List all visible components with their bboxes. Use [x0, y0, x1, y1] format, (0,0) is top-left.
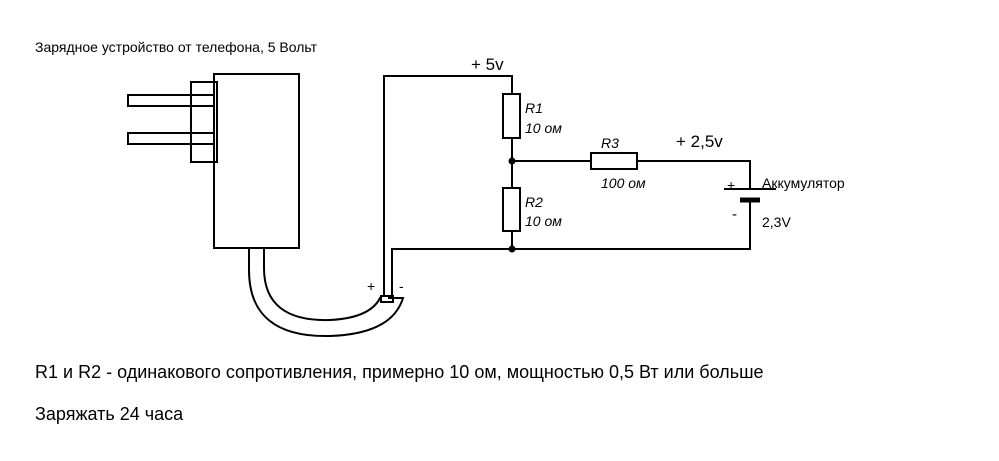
r3-value: 100 ом — [601, 175, 646, 191]
battery-minus-label: - — [732, 206, 737, 223]
adapter-cable-inner — [263, 247, 382, 322]
label-supply-voltage: + 5v — [471, 55, 504, 74]
resistor-r3 — [590, 152, 638, 170]
connector-plus-label: + — [367, 278, 375, 294]
adapter-cable-outer — [248, 247, 405, 338]
cable-connector — [380, 295, 394, 303]
r2-value: 10 ом — [525, 213, 562, 229]
resistor-r2 — [502, 187, 521, 232]
adapter-plug-base — [190, 81, 218, 163]
wire-positive — [383, 75, 513, 297]
connector-minus-label: - — [399, 278, 404, 294]
label-mid-voltage: + 2,5v — [676, 132, 723, 151]
r3-name: R3 — [601, 135, 619, 151]
note-charge-time: Заряжать 24 часа — [35, 404, 184, 424]
battery-plus-label: + — [727, 177, 735, 193]
r1-name: R1 — [525, 100, 543, 116]
junction-ground — [508, 245, 516, 253]
adapter-prong-bottom — [127, 132, 215, 145]
junction-mid — [508, 157, 516, 165]
adapter-prong-top — [127, 94, 215, 107]
battery — [724, 188, 776, 203]
resistor-r1 — [502, 93, 521, 139]
diagram-title: Зарядное устройство от телефона, 5 Вольт — [35, 39, 318, 55]
wire-negative — [391, 200, 751, 297]
charger-adapter — [127, 73, 405, 338]
r2-name: R2 — [525, 194, 543, 210]
wires — [383, 75, 751, 297]
r1-value: 10 ом — [525, 120, 562, 136]
battery-voltage: 2,3V — [762, 214, 791, 230]
adapter-body — [213, 73, 300, 249]
wire-r3-battery — [636, 160, 751, 188]
battery-name: Аккумулятор — [762, 175, 845, 191]
note-resistors: R1 и R2 - одинакового сопротивления, при… — [35, 362, 764, 382]
